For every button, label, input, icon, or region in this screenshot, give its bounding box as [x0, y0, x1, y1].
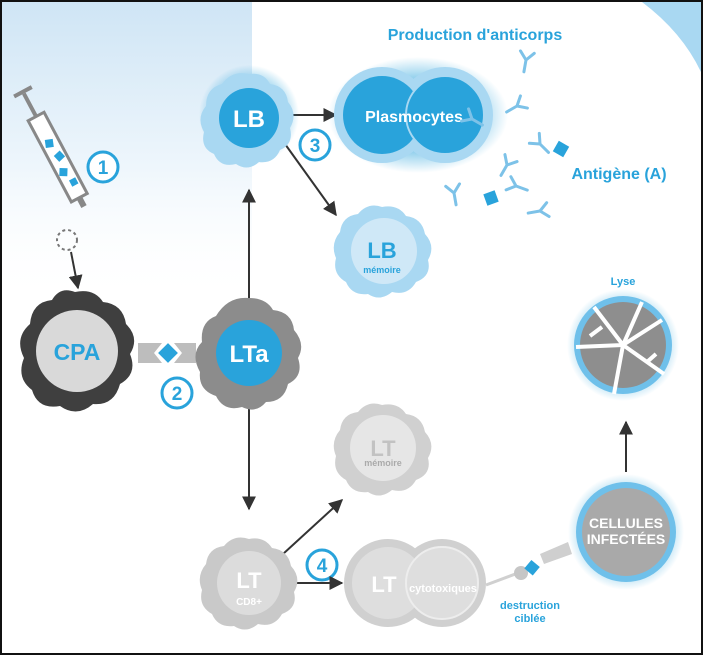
cell-lt-cytotoxiques: LT cytotoxiques: [344, 539, 486, 627]
step-3-badge: 3: [298, 128, 332, 162]
antigen-icon: [158, 343, 178, 363]
svg-text:Plasmocytes: Plasmocytes: [365, 109, 463, 126]
svg-text:3: 3: [310, 136, 321, 157]
cell-lta: LTa: [195, 297, 302, 410]
svg-text:LB: LB: [233, 106, 265, 133]
svg-text:LTa: LTa: [229, 341, 269, 368]
antibody-icon: [515, 49, 536, 75]
step-4-badge: 4: [305, 548, 339, 582]
destruction-connector: [485, 542, 572, 587]
svg-text:mémoire: mémoire: [364, 458, 402, 468]
cell-infected: CELLULES INFECTÉES: [568, 474, 684, 590]
svg-text:LT: LT: [236, 568, 262, 593]
svg-text:4: 4: [317, 556, 328, 577]
antigen-icon: [524, 559, 540, 576]
svg-text:CD8+: CD8+: [236, 597, 262, 608]
cell-cpa: CPA: [20, 290, 135, 412]
svg-text:CPA: CPA: [54, 339, 101, 365]
antibody-cluster: [444, 49, 570, 222]
antigene-label: Antigène (A): [571, 166, 666, 183]
svg-text:cytotoxiques: cytotoxiques: [409, 583, 477, 595]
arrows: [68, 108, 633, 590]
cell-lt-cd8: LT CD8+: [199, 537, 298, 630]
cell-lb-memoire: LB mémoire: [333, 205, 432, 298]
corner-accent: [642, 2, 701, 72]
svg-text:LT: LT: [370, 436, 396, 461]
arrow-lb-to-lb-memoire: [284, 143, 337, 217]
lysed-cell-icon: [567, 289, 679, 401]
cell-plasmocytes: Plasmocytes: [328, 57, 508, 173]
arrow-ltcd8-to-lt-memoire: [282, 499, 344, 555]
production-label: Production d'anticorps: [388, 27, 563, 44]
antigen-icon: [552, 140, 570, 158]
antibody-icon: [525, 201, 551, 222]
cell-lt-memoire: LT mémoire: [333, 403, 432, 496]
svg-text:LT: LT: [371, 572, 397, 597]
antibody-icon: [493, 153, 519, 181]
step-2-badge: 2: [160, 376, 194, 410]
svg-text:1: 1: [98, 158, 109, 179]
antibody-icon: [527, 131, 555, 159]
cell-lb: LB: [199, 65, 299, 168]
injection-site: [56, 229, 78, 251]
arrow-syringe-to-cpa: [68, 251, 83, 290]
svg-text:mémoire: mémoire: [363, 265, 401, 275]
lyse-label: Lyse: [611, 276, 636, 288]
destruction-label: destruction: [500, 600, 560, 612]
step-1-badge: 1: [86, 150, 120, 184]
syringe-icon: [13, 85, 90, 208]
svg-text:LB: LB: [367, 238, 396, 263]
antibody-icon: [504, 175, 532, 199]
antigen-icon: [483, 190, 499, 206]
receptor-icon: [138, 343, 196, 363]
ciblee-label: ciblée: [514, 613, 545, 625]
antibody-icon: [444, 182, 465, 208]
svg-text:2: 2: [172, 384, 183, 405]
svg-text:CELLULES: CELLULES: [589, 515, 663, 531]
svg-text:INFECTÉES: INFECTÉES: [587, 531, 666, 547]
